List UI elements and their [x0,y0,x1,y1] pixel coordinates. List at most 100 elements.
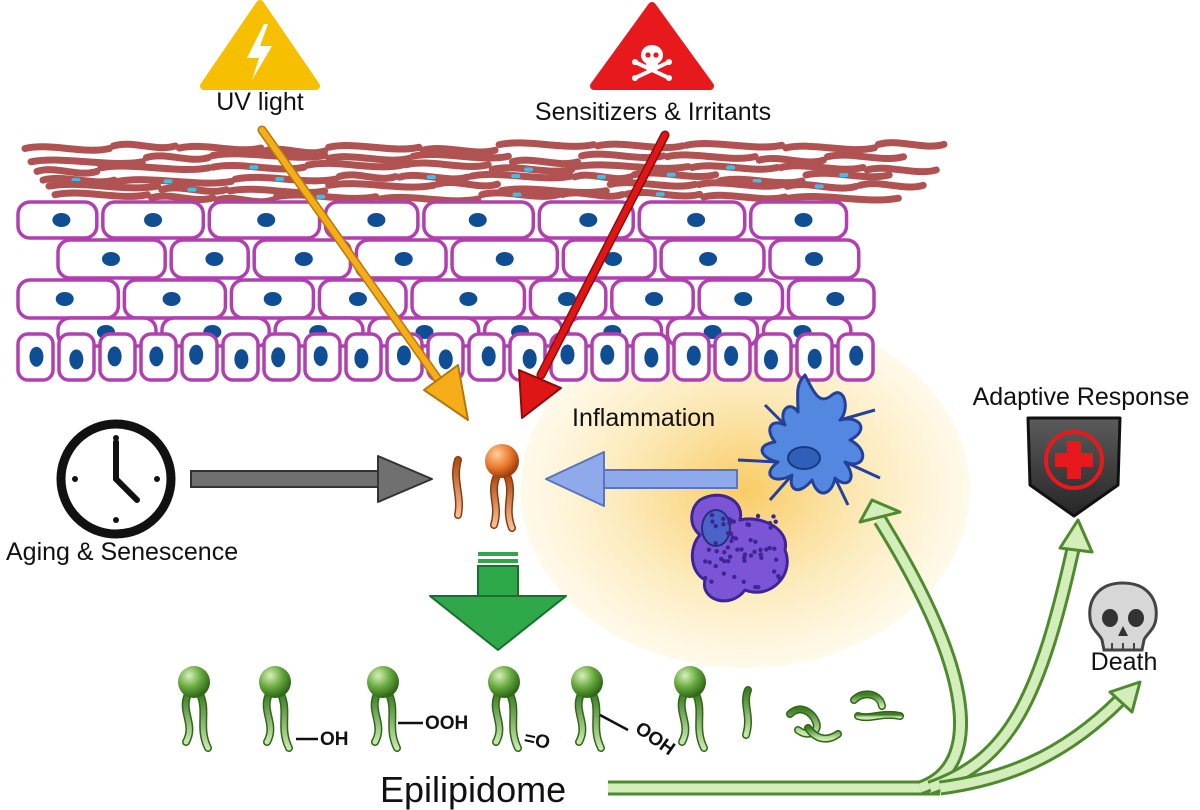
toxic-warning-icon [590,2,714,90]
corneocyte [785,193,902,204]
corneocyte [209,161,308,173]
native-lipid [452,444,519,532]
granule [710,519,715,524]
dendritic-cell-icon [737,373,881,506]
granule [767,545,772,551]
lipid-headgroup [178,666,210,698]
granule [771,514,776,519]
corneocyte [863,164,940,176]
granule [721,558,727,564]
corneocyte [558,189,626,200]
lipid-headgroup [259,666,291,698]
lipid-droplet [187,187,197,192]
corneocyte [682,140,786,151]
granule [748,553,754,558]
granule [713,523,718,529]
granule [767,520,773,526]
skull-icon [1088,581,1158,652]
granule [745,522,750,527]
nucleus [600,344,615,365]
inflammation-arrow [545,451,738,507]
corneocyte [97,162,213,173]
nucleus [481,346,496,367]
nucleus [354,348,369,369]
nucleus [438,349,453,370]
uv-warning-icon [200,0,320,90]
nucleus [394,252,413,266]
granule [739,547,744,552]
lipid-droplet [249,165,259,170]
skin-cross-section [16,139,948,382]
corneocyte [468,170,575,182]
granule [707,560,712,565]
corneocyte [114,176,235,187]
corneocyte [419,145,499,156]
outcome-arrows [608,498,1142,796]
inflammation-zone [520,312,970,668]
lipid-droplet [511,174,521,179]
nucleus [149,346,164,367]
ooh-label-2: OOH [631,718,678,760]
nucleus [644,347,659,368]
ooh-label-1: OOH [425,713,468,734]
granule [725,545,731,550]
corneocyte [695,179,787,190]
nucleus [579,213,598,227]
lipid-droplet [839,173,849,178]
lightning-icon [247,24,272,80]
corneocyte [226,185,329,197]
corneocyte [700,191,789,203]
corneocyte [21,143,113,154]
lipid-droplet [426,175,436,180]
nucleus [763,349,778,370]
corneocyte [304,159,406,171]
corneocyte [856,180,927,191]
granule [714,549,719,554]
granule [741,579,746,585]
nucleus [686,345,701,366]
corneocyte [33,166,101,177]
nucleus [734,292,753,306]
granule [732,574,737,580]
granule [713,563,718,569]
lipid-droplet [814,184,824,189]
corneocyte [495,139,598,150]
lipid-droplet [752,178,762,183]
granulocyte-icon [690,493,789,603]
granule [773,557,779,562]
nucleus [69,349,84,370]
granule [772,546,777,551]
nucleus [849,345,864,366]
nucleus [699,252,718,266]
corneocyte [147,192,217,204]
corneocyte [433,178,501,190]
corneocyte [663,151,759,162]
corneocyte [777,162,867,173]
nucleus [560,344,575,365]
inflammation-label: Inflammation [572,404,715,432]
nucleus [687,213,706,227]
lipid-headgroup [571,666,603,698]
nucleus [189,344,204,365]
granule [721,516,726,522]
lipid-droplet [163,179,173,184]
granule [703,559,708,564]
stratum-corneum [21,139,948,206]
corneocyte [594,140,686,152]
nucleus [724,345,739,366]
nucleus [107,346,122,367]
corneocyte [782,142,878,154]
aging-arrow [190,455,433,503]
granule [758,547,763,553]
lipid-droplet [726,165,736,170]
clock-icon [56,419,176,539]
lipid-droplet [512,192,522,197]
nucleus [263,292,282,306]
nucleus [313,346,328,367]
granule [753,584,758,590]
nucleus [55,292,74,306]
nucleus [794,213,813,227]
nucleus [29,346,44,367]
granule [727,554,733,559]
skull-crossbones-icon [632,45,672,81]
